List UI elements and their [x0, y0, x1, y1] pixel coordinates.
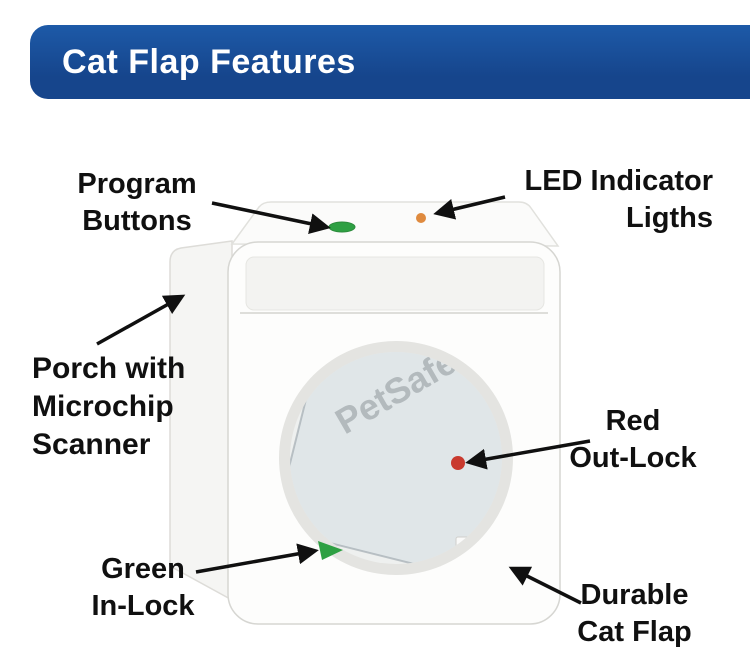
callout-arrows — [96, 195, 591, 605]
red-out-lock-marker — [451, 456, 465, 470]
led-indicator-light-icon — [416, 213, 426, 223]
label-program-buttons: Program Buttons — [77, 168, 197, 237]
arrow-led-indicator — [433, 195, 506, 220]
cat-flap-product: PetSafe — [169, 201, 561, 625]
top-face — [230, 201, 560, 247]
label-led-indicator-lights: LED Indicator Ligths — [524, 165, 713, 234]
label-red-out-lock: Red Out-Lock — [569, 405, 697, 474]
arrow-red-out-lock — [465, 439, 591, 470]
arrow-green-in-lock — [195, 543, 319, 574]
label-durable-cat-flap: Durable Cat Flap — [577, 579, 692, 648]
program-button-green-icon — [328, 221, 356, 233]
arrow-program-buttons — [211, 201, 331, 234]
arrow-porch-scanner — [96, 294, 186, 346]
page-title: Cat Flap Features — [62, 42, 356, 81]
green-in-lock-marker — [318, 541, 343, 560]
label-green-in-lock: Green In-Lock — [91, 553, 195, 622]
porch-lid-band — [245, 256, 545, 311]
header-banner: Cat Flap Features — [30, 25, 750, 99]
label-porch-microchip-scanner: Porch with Microchip Scanner — [32, 352, 186, 462]
arrow-durable-cat-flap — [508, 566, 582, 605]
